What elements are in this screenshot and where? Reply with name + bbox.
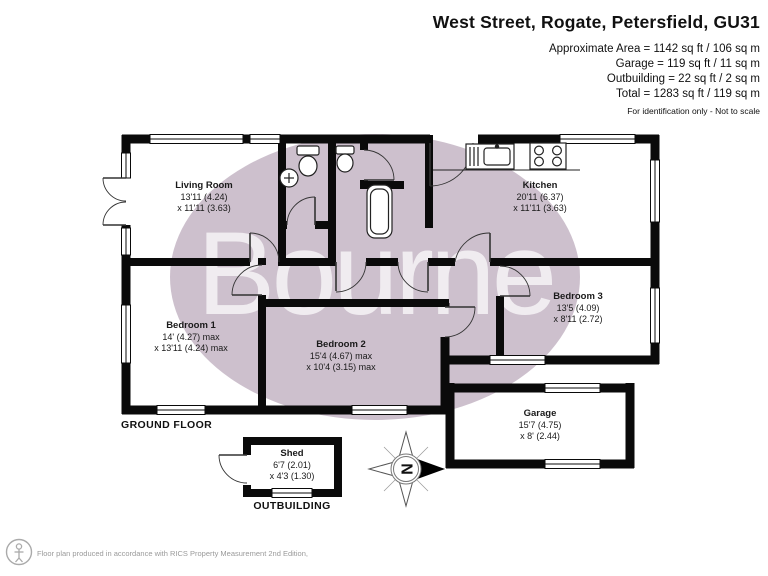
compass-icon: N [367,430,445,508]
room-name: Bedroom 2 [316,339,366,350]
room-name: Garage [523,408,557,419]
page-title: West Street, Rogate, Petersfield, GU31 [432,12,760,32]
room-dim2: x 8' (2.44) [520,431,560,441]
room-dim2: x 11'11 (3.63) [513,203,567,213]
room-name: Shed [280,448,304,459]
footer-line-1: Floor plan produced in accordance with R… [37,549,308,559]
room-dim2: x 10'4 (3.15) max [306,362,376,372]
room-dim2: x 13'11 (4.24) max [154,343,228,353]
door-leaves [103,143,530,456]
person-icon [14,543,24,563]
room-dim1: 14' (4.27) max [162,331,220,342]
room-label-bedroom-2: Bedroom 2 15'4 (4.67) max x 10'4 (3.15) … [306,339,375,374]
room-name: Bedroom 1 [166,320,216,331]
disclaimer-text: For identification only - Not to scale [627,106,760,116]
outbuilding-label: OUTBUILDING [253,500,331,512]
basin-icon [279,168,299,188]
room-dim1: 20'11 (6.37) [516,191,564,202]
header: West Street, Rogate, Petersfield, GU31 A… [433,12,760,116]
room-dim1: 13'5 (4.09) [556,302,600,313]
nichecom-logo [5,538,33,566]
room-dim1: 15'7 (4.75) [518,419,562,430]
room-label-kitchen: Kitchen 20'11 (6.37) x 11'11 (3.63) [513,180,566,215]
watermark: Bourne [170,134,580,420]
windows [121,134,660,498]
ground-floor-label: GROUND FLOOR [121,419,213,431]
kitchen-sink-icon [465,143,515,170]
room-label-shed: Shed 6'7 (2.01) x 4'3 (1.30) [270,448,315,483]
bathtub-icon [366,184,393,239]
approximate-area: Approximate Area = 1142 sq ft / 106 sq m [548,43,760,55]
interior-walls [122,135,659,414]
room-label-bedroom-3: Bedroom 3 13'5 (4.09) x 8'11 (2.72) [553,291,603,326]
room-label-bedroom-1: Bedroom 1 14' (4.27) max x 13'11 (4.24) … [154,320,228,355]
room-name: Living Room [175,180,233,191]
garage-area: Garage = 119 sq ft / 11 sq m [615,58,760,70]
room-dim2: x 11'11 (3.63) [177,203,231,213]
outbuilding-area: Outbuilding = 22 sq ft / 2 sq m [606,73,760,85]
room-label-living-room: Living Room 13'11 (4.24) x 11'11 (3.63) [175,180,233,215]
room-dim1: 15'4 (4.67) max [309,350,373,361]
room-name: Bedroom 3 [553,291,603,302]
footer: Floor plan produced in accordance with R… [37,530,376,576]
garage-walls [445,383,635,469]
compass-north-letter: N [398,463,415,475]
room-dim2: x 4'3 (1.30) [269,471,315,481]
room-dim1: 6'7 (2.01) [273,459,311,470]
total-area: Total = 1283 sq ft / 119 sq m [616,88,760,100]
room-dim1: 13'11 (4.24) [180,191,228,202]
room-dim2: x 8'11 (2.72) [553,314,603,324]
hob-icon [529,142,567,170]
room-name: Kitchen [522,180,558,191]
fixtures [279,142,580,239]
room-label-garage: Garage 15'7 (4.75) x 8' (2.44) [519,408,562,443]
toilet-icon-2 [335,145,355,173]
toilet-icon [296,145,320,177]
